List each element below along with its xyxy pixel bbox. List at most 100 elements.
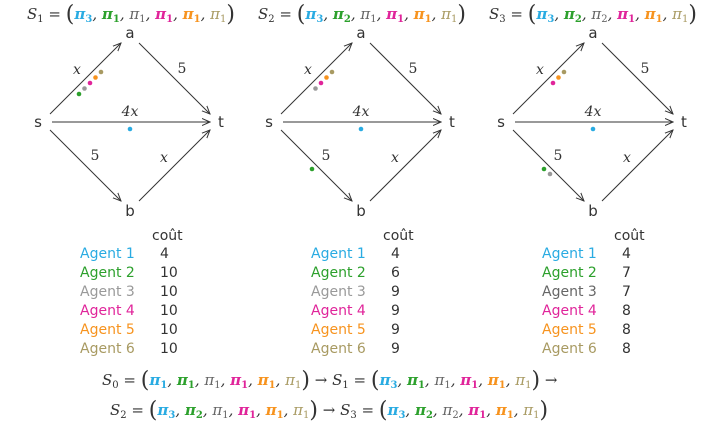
edge-s-a [512, 43, 584, 115]
agent-cost: 10 [160, 284, 178, 300]
agent-cost: 9 [391, 341, 400, 357]
agent-label: Agent 5 [311, 322, 366, 338]
strategy-entry: π2 [591, 5, 608, 25]
edge-label-a-t: 5 [178, 61, 187, 77]
strategy-entry: π1 [212, 401, 229, 421]
node-b: b [125, 202, 135, 220]
edge-label-b-t: x [391, 150, 399, 166]
node-a: a [125, 24, 134, 42]
strategy-entry: π1 [285, 371, 302, 391]
agent-dot [127, 126, 133, 132]
strategy-entry: π1 [460, 371, 479, 391]
strategy-entry: π1 [434, 371, 451, 391]
edge-b-t [601, 130, 673, 202]
agent-cost: 4 [160, 246, 169, 262]
edge-s-a [49, 43, 121, 115]
strategy-entry: π1 [617, 5, 636, 25]
agent-label: Agent 6 [80, 341, 135, 357]
agent-dot [590, 126, 596, 132]
strategy-entry: π1 [644, 5, 663, 25]
strategy-entry: π1 [672, 5, 689, 25]
strategy-entry: π1 [257, 371, 276, 391]
agent-label: Agent 3 [542, 284, 597, 300]
strategy-entry: π1 [230, 371, 249, 391]
agent-dot [561, 69, 567, 75]
cost-header: coût [152, 228, 183, 244]
strategy-entry: π1 [129, 5, 146, 25]
agent-dot [556, 75, 561, 80]
panel-title-3: S3 = (π3, π2, π2, π1, π1, π1) [489, 2, 697, 27]
edge-label-s-b: 5 [91, 148, 100, 164]
edge-label-s-t: 4x [352, 104, 370, 120]
agent-dot [541, 166, 547, 172]
strategy-entry: π1 [265, 401, 284, 421]
strategy-entry: π1 [149, 371, 168, 391]
agent-dot [87, 80, 93, 86]
agent-dot [76, 91, 82, 97]
strategy-entry: π1 [386, 5, 405, 25]
strategy-entry: π1 [182, 5, 201, 25]
edge-s-b [280, 129, 352, 201]
node-s: s [34, 113, 42, 131]
strategy-entry: π3 [305, 5, 324, 25]
agent-cost: 10 [160, 322, 178, 338]
edge-label-s-t: 4x [584, 104, 602, 120]
agent-label: Agent 6 [311, 341, 366, 357]
strategy-entry: π1 [176, 371, 195, 391]
strategy-entry: π1 [495, 401, 514, 421]
strategy-entry: π1 [238, 401, 257, 421]
agent-dot [309, 166, 315, 172]
agent-dot [98, 69, 104, 75]
agent-cost: 4 [391, 246, 400, 262]
node-a: a [356, 24, 365, 42]
agent-cost: 6 [391, 265, 400, 281]
sequence-line-1: S0 = (π1, π1, π1, π1, π1, π1) → S1 = (π3… [102, 368, 558, 393]
agent-cost: 8 [622, 322, 631, 338]
agent-label: Agent 2 [311, 265, 366, 281]
agent-label: Agent 2 [542, 265, 597, 281]
strategy-entry: π1 [406, 371, 425, 391]
agent-label: Agent 1 [80, 246, 135, 262]
node-s: s [265, 113, 273, 131]
agent-cost: 4 [622, 246, 631, 262]
strategy-entry: π3 [379, 371, 398, 391]
strategy-entry: π2 [414, 401, 433, 421]
agent-cost: 9 [391, 284, 400, 300]
strategy-entry: π2 [332, 5, 351, 25]
strategy-entry: π3 [74, 5, 93, 25]
edge-label-s-b: 5 [322, 148, 331, 164]
edge-label-s-a: x [73, 62, 81, 78]
edge-b-t [138, 130, 210, 202]
strategy-entry: π1 [523, 401, 540, 421]
agent-label: Agent 3 [311, 284, 366, 300]
agent-label: Agent 6 [542, 341, 597, 357]
agent-label: Agent 3 [80, 284, 135, 300]
strategy-entry: π1 [468, 401, 487, 421]
agent-cost: 8 [622, 303, 631, 319]
agent-label: Agent 4 [311, 303, 366, 319]
edge-s-a [280, 43, 352, 115]
agent-label: Agent 1 [542, 246, 597, 262]
agent-dot [324, 75, 329, 80]
edge-label-s-a: x [536, 62, 544, 78]
agent-label: Agent 4 [542, 303, 597, 319]
edge-s-b [49, 129, 121, 201]
agent-dot [93, 75, 98, 80]
strategy-entry: π2 [184, 401, 203, 421]
agent-cost: 10 [160, 303, 178, 319]
edge-label-a-t: 5 [641, 61, 650, 77]
agent-cost: 7 [622, 284, 631, 300]
strategy-entry: π1 [515, 371, 532, 391]
agent-label: Agent 5 [80, 322, 135, 338]
edge-label-a-t: 5 [409, 61, 418, 77]
agent-cost: 10 [160, 265, 178, 281]
agent-label: Agent 2 [80, 265, 135, 281]
cost-header: coût [614, 228, 645, 244]
node-b: b [356, 202, 366, 220]
node-s: s [497, 113, 505, 131]
